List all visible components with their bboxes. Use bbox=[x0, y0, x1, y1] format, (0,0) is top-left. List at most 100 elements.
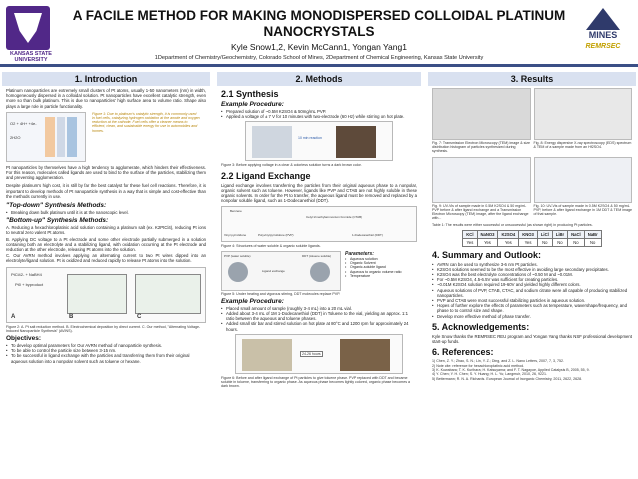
list-item: To develop optimal parameters for Our AV… bbox=[6, 343, 206, 348]
figure-5-caption: Figure 5: Under heating and vigorous sti… bbox=[221, 291, 341, 296]
fig4-label-benzene: Benzene bbox=[230, 209, 242, 214]
table-cell: No bbox=[567, 237, 585, 247]
figure-4-ligand-structures: Benzene Vinyl pyrrolidone Polyvinylpyrro… bbox=[221, 206, 417, 243]
poster-title: A FACILE METHOD FOR MAKING MONODISPERSED… bbox=[72, 8, 566, 39]
figure-3-vials: 10 min reaction bbox=[245, 121, 393, 162]
fig6-after-photo bbox=[340, 338, 390, 371]
list-item: Prepared solution of ~0.5M K2SO4 & 50mg/… bbox=[221, 109, 417, 114]
figure-9-caption: Fig. 9: UV-Vis of sample made in 0.5M K2… bbox=[432, 203, 529, 221]
list-item: ~0.01M K2SO4 solution required 19-60V an… bbox=[432, 282, 632, 287]
synthesis-example-heading: Example Procedure: bbox=[221, 101, 284, 108]
fig2-eq-2: Pt0 + byproduct bbox=[15, 281, 44, 287]
figure-7-tem-image bbox=[432, 88, 531, 140]
column-results: 3. Results Fig. 7: Transmission Electron… bbox=[426, 70, 638, 479]
figure-1-caption: Figure 1: Due to platinum's catalytic st… bbox=[92, 111, 200, 133]
remrsec-logo-text: REMRSEC bbox=[585, 43, 621, 50]
table-header-row: KCl NaNO3 K2SO4 KNO3 LiCl LiBr NaCl NaBr bbox=[462, 229, 602, 239]
acknowledgements-heading: 5. Acknowledgements: bbox=[432, 321, 530, 332]
reference-item: 1) Chen, Z. Y.; Zhao, S. N.; Lin, Y. Z.;… bbox=[432, 359, 564, 364]
fig6-before-photo bbox=[242, 338, 292, 371]
figure-6-caption: Figure 6: Before and after ligand exchan… bbox=[221, 375, 410, 389]
mines-logo-text: MINES bbox=[588, 30, 618, 40]
intro-paragraph-3: Despite platinum's high cost, it is stil… bbox=[6, 183, 206, 199]
list-item: Breaking down bulk platinum until it is … bbox=[6, 210, 206, 215]
intro-paragraph-2: Pt nanoparticles by themselves have a hi… bbox=[6, 164, 206, 181]
figure-3-caption: Figure 3: Before applying voltage in a c… bbox=[221, 163, 362, 168]
table-cell: Yes bbox=[462, 237, 478, 247]
figure-6-vials: 24-26 hours bbox=[235, 333, 403, 374]
synthesis-heading: 2.1 Synthesis bbox=[221, 89, 279, 99]
list-item: PVP and CTAB were most successful stabil… bbox=[432, 298, 632, 303]
fig3-before-photo bbox=[252, 126, 292, 159]
list-item: Develop more effective method of phase t… bbox=[432, 314, 632, 319]
list-item: To be successful in ligand exchange with… bbox=[6, 353, 206, 363]
parameters-list: Aqueous solution Organic Solvent Organic… bbox=[345, 257, 417, 279]
reference-item: 2) Note cite: reference for hexachloropl… bbox=[432, 363, 525, 368]
parameters-heading: Parameters: bbox=[345, 250, 374, 257]
fig2-label-a: A bbox=[11, 313, 16, 320]
bottomup-item-b: B. Applying DC voltage to a Pt electrode… bbox=[6, 236, 206, 253]
wildcat-icon bbox=[14, 13, 42, 43]
synthesis-steps: Prepared solution of ~0.5M K2SO4 & 50mg/… bbox=[221, 109, 417, 120]
table-header-cell: NaCl bbox=[567, 229, 585, 239]
header-divider bbox=[0, 64, 638, 67]
table-cell: Yes bbox=[476, 237, 499, 247]
acknowledgements-text: Kyle Snow thanks the REMRSEC REU program… bbox=[432, 333, 632, 345]
table-row: Yes Yes Yes Yes No No No No bbox=[462, 237, 602, 247]
intro-paragraph-1: Platinum nanoparticles are extremely sma… bbox=[6, 88, 206, 109]
bottomup-item-c: C. Our AVRN method involves applying an … bbox=[6, 253, 206, 264]
fig4-label-vinyl: Vinyl pyrrolidone bbox=[224, 233, 247, 238]
fig2-label-b: B bbox=[69, 313, 74, 320]
fuel-cell-cathode bbox=[67, 116, 77, 157]
table-header-cell: K2SO4 bbox=[497, 229, 520, 239]
fig6-time-label: 24-26 hours bbox=[300, 350, 323, 357]
list-item: For ~0.5M K2SO4, 4.5-6.5V was sufficient… bbox=[432, 277, 632, 282]
ligand-exchange-heading: 2.2 Ligand Exchange bbox=[221, 170, 311, 181]
list-item: Aqueous solution bbox=[345, 257, 417, 262]
fig5-pt-after bbox=[310, 261, 330, 282]
fuel-cell-figure: O2 + 4H+ +4e- 2H2O bbox=[6, 111, 86, 162]
list-item: Added about 3-4 mL of 1M 1-Dodecanethiol… bbox=[221, 311, 417, 321]
results-table: KCl NaNO3 K2SO4 KNO3 LiCl LiBr NaCl NaBr… bbox=[462, 229, 602, 247]
table-header-cell: KCl bbox=[462, 229, 478, 239]
ligand-example-heading: Example Procedure: bbox=[221, 297, 284, 305]
list-item: Organic-soluble ligand bbox=[345, 265, 417, 270]
bottomup-item-a: A. Reducing a hexachloroplatinic acid so… bbox=[6, 225, 206, 236]
reference-item: 4) Y. Chen; Y. H. Chen; S. Y. Huang; H. … bbox=[432, 372, 548, 377]
kansas-state-logo-text: KANSAS STATE UNIVERSITY bbox=[10, 51, 52, 63]
mountain-icon bbox=[586, 8, 620, 30]
table-cell: Yes bbox=[518, 237, 538, 247]
figure-10-caption: Fig. 10: UV-Vis of sample made in 0.5M K… bbox=[533, 203, 632, 217]
list-item: Added small stir bar and stirred solutio… bbox=[221, 321, 417, 331]
poster-header: KANSAS STATE UNIVERSITY A FACILE METHOD … bbox=[0, 0, 638, 86]
objectives-heading: Objectives: bbox=[6, 335, 42, 343]
figure-2-caption: Figure 2: A. Pt salt reduction method. B… bbox=[6, 324, 201, 333]
figure-5-exchange-diagram: PVP (water soluble) Ligand exchange DDT … bbox=[221, 250, 341, 291]
mines-logo: MINES REMRSEC bbox=[576, 8, 630, 60]
section-heading-methods: 2. Methods bbox=[217, 72, 421, 86]
table-header-cell: KNO3 bbox=[518, 229, 538, 239]
list-item: Aqueous solutions of PVP, CTAB, CTAC, an… bbox=[432, 288, 632, 298]
summary-heading: 4. Summary and Outlook: bbox=[432, 249, 542, 260]
fig2-dc-cell bbox=[67, 273, 127, 314]
fig5-label-exchange: Ligand exchange bbox=[262, 268, 285, 273]
fig5-label-ddt: DDT (toluene soluble) bbox=[302, 253, 332, 258]
table-header-cell: NaNO3 bbox=[476, 229, 499, 239]
section-heading-results: 3. Results bbox=[428, 72, 636, 86]
table-cell: No bbox=[583, 237, 602, 247]
list-item: K2SO4 solutions seemed to be the most ef… bbox=[432, 267, 632, 272]
table-cell: No bbox=[536, 237, 553, 247]
column-introduction: 1. Introduction Platinum nanoparticles a… bbox=[0, 70, 212, 479]
list-item: Applied a voltage of ± 7 V for 10 minute… bbox=[221, 114, 417, 119]
fuel-cell-membrane bbox=[57, 116, 65, 157]
fuel-cell-anode bbox=[45, 116, 55, 157]
fig5-pt-before bbox=[228, 261, 248, 282]
table-header-cell: NaBr bbox=[583, 229, 602, 239]
kansas-state-logo bbox=[6, 6, 50, 50]
fig2-eq-1: PtCl42- + NaBH4 bbox=[11, 271, 42, 277]
section-heading-introduction: 1. Introduction bbox=[2, 72, 210, 86]
table-header-cell: LiBr bbox=[551, 229, 569, 239]
list-item: Organic Solvent bbox=[345, 261, 417, 266]
figure-8-eds-spectrum bbox=[533, 88, 632, 140]
poster-authors: Kyle Snow1,2, Kevin McCann1, Yongan Yang… bbox=[231, 42, 407, 52]
